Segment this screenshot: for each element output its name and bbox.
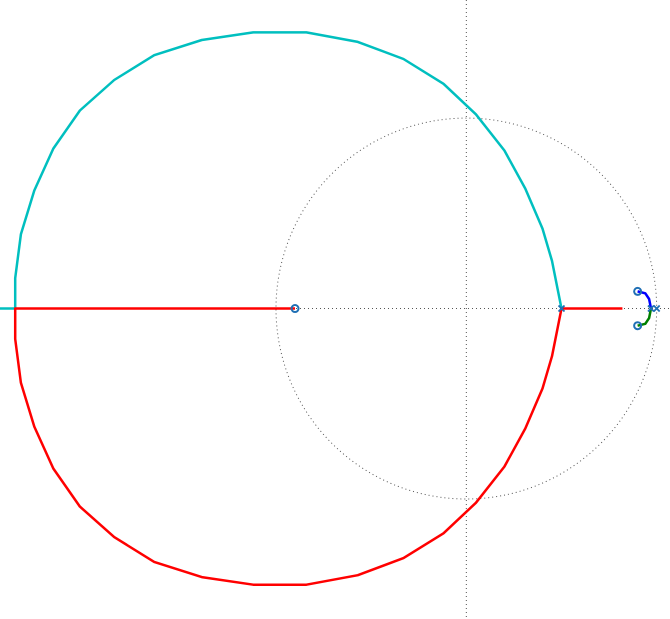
pole-marker-2 (653, 304, 661, 313)
pole-stroke (647, 304, 655, 313)
pole-stroke (557, 304, 566, 313)
zero-marker-1 (290, 304, 300, 314)
pole-marker-3 (647, 304, 655, 313)
zero-marker-3 (633, 321, 643, 331)
pole-marker-1 (557, 304, 566, 313)
pole-stroke (653, 304, 661, 313)
locus-branch-2 (13, 307, 623, 586)
locus-branch-1 (0, 31, 563, 310)
marker-layer (290, 286, 661, 331)
zero-marker-2 (633, 286, 643, 296)
